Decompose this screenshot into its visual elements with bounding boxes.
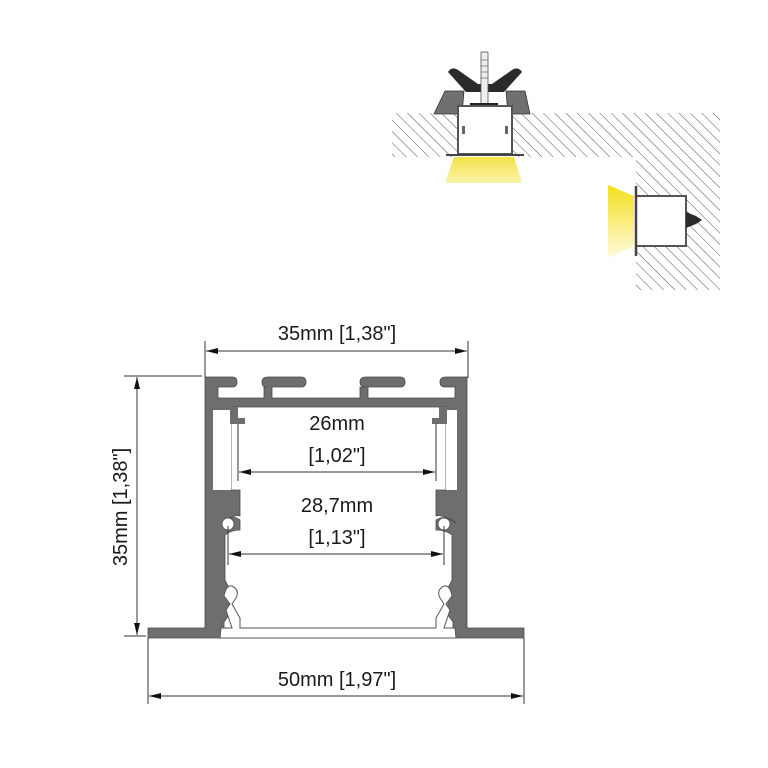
butterfly-clip-icon (448, 68, 522, 92)
dim-label-flange-width: 50mm [1,97"] (278, 669, 396, 691)
dim-label-inner-upper-mm: 26mm (309, 413, 365, 435)
dim-label-inner-upper-in: [1,02"] (308, 445, 365, 467)
profile-cross-section (147, 376, 525, 639)
mini-profile-ceiling (457, 105, 513, 155)
ledge-left-upper (230, 407, 245, 424)
diffuser (219, 585, 457, 639)
light-beam-side (608, 185, 634, 258)
ceiling-mount-illustration (392, 51, 720, 290)
right-wall-cavity (446, 410, 457, 490)
mini-profile-wall (635, 195, 687, 247)
wall-mount-illustration (608, 185, 702, 258)
dimension-lines (124, 341, 525, 704)
dim-label-inner-lower-mm: 28,7mm (301, 495, 373, 517)
dim-label-inner-lower-in: [1,13"] (308, 527, 365, 549)
light-beam-down (445, 157, 522, 183)
ceiling-hatch (392, 113, 457, 157)
left-wall-cavity (213, 410, 231, 490)
ledge-right-upper (432, 407, 447, 424)
dim-label-height: 35mm [1,38"] (110, 448, 132, 566)
dim-label-top-width: 35mm [1,38"] (278, 323, 396, 345)
wall-clip-icon (686, 212, 702, 228)
